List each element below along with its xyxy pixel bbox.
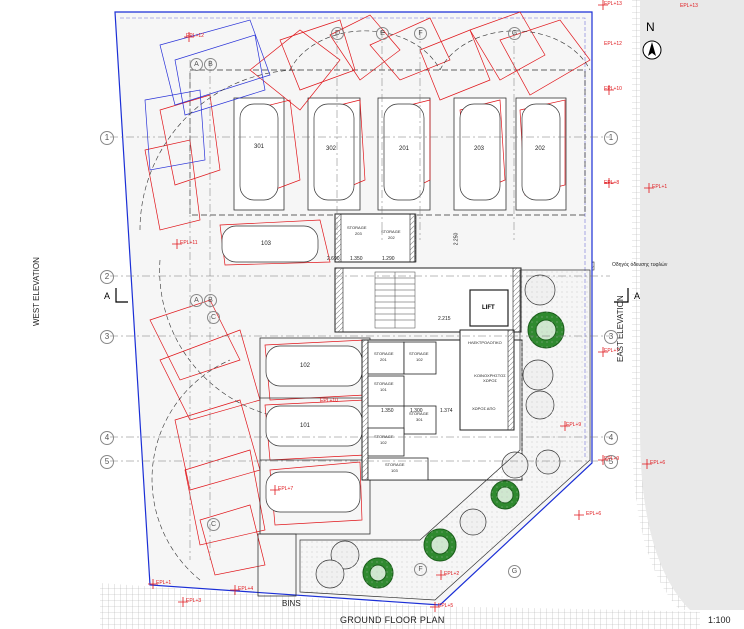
- lift-shaft: [469, 289, 509, 327]
- landscape-strip: [299, 269, 591, 601]
- blue-swing-lines: [144, 19, 271, 171]
- section-marker-right: [614, 288, 629, 303]
- section-marker-left: [115, 288, 128, 303]
- cars: [221, 103, 561, 513]
- level-markers: [148, 0, 654, 612]
- bins-area: [257, 533, 297, 597]
- building-core: [334, 213, 523, 481]
- stairs: [374, 271, 416, 329]
- storage-rooms: [367, 341, 437, 481]
- sidewalk-grid-bottom: [100, 583, 700, 629]
- sidewalk-grid-east: [640, 0, 744, 610]
- north-arrow-needle-icon: [648, 42, 656, 56]
- grid-lines: [110, 30, 610, 560]
